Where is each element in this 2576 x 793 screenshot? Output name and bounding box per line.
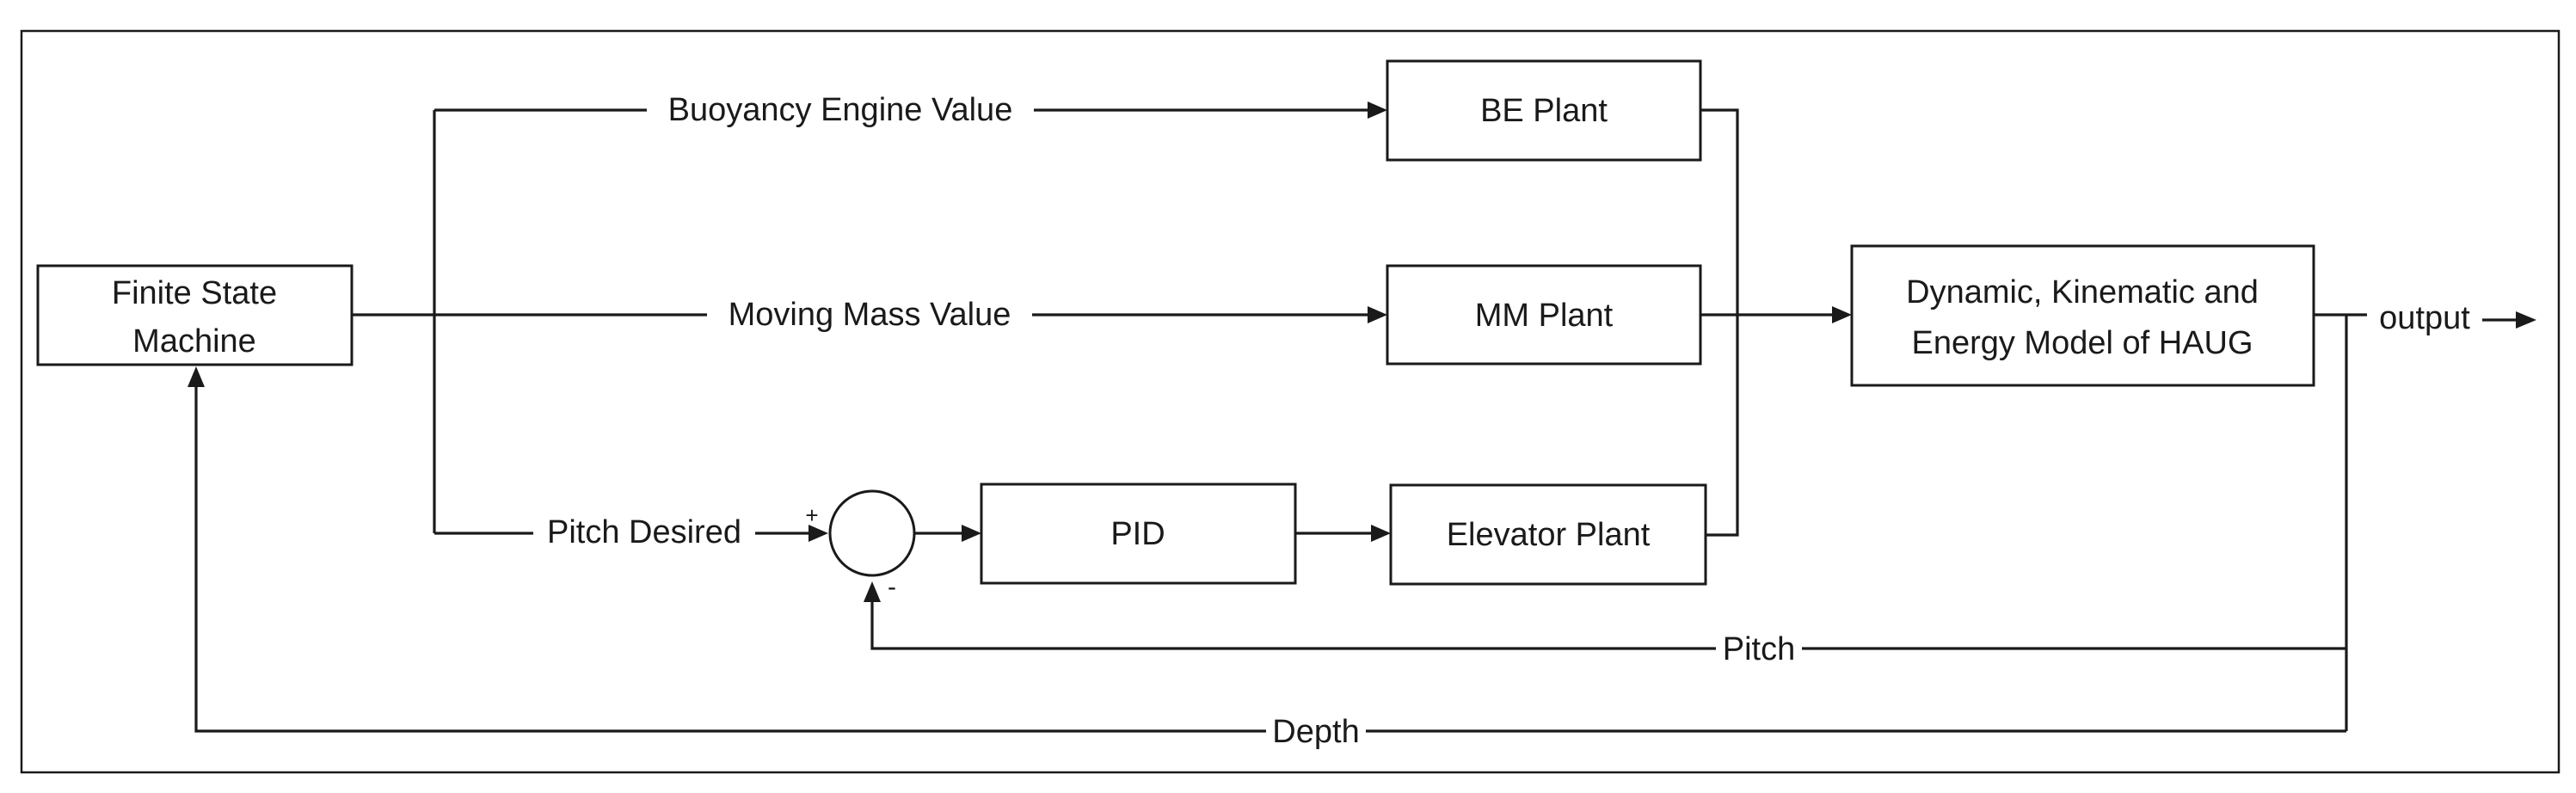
mm-plant-block: MM Plant [1386,264,1702,366]
summing-minus-sign: - [888,573,896,601]
finite-state-machine-block: Finite State Machine [36,264,354,366]
pitch-feedback-arrowhead [864,581,881,602]
merged-to-model-arrowhead [1832,306,1852,323]
output-label: output [2379,300,2470,336]
pitch-feedback-label: Pitch [1723,631,1795,667]
pid-block: PID [980,483,1297,585]
be-plant-label: BE Plant [1480,93,1608,129]
pitch-desired-label: Pitch Desired [547,514,741,550]
pid-to-elevator-arrowhead [1371,525,1391,542]
depth-feedback-line-b [194,385,1266,733]
pitch-feedback-line-b [870,600,1716,650]
model-label-line-2: Energy Model of HAUG [1911,325,2253,361]
buoyancy-engine-value-label: Buoyancy Engine Value [668,92,1013,128]
diagram-frame [20,29,2561,774]
fsm-label-line-1: Finite State [112,275,277,311]
elevator-plant-label: Elevator Plant [1447,517,1651,553]
plant-merge-bus [1700,108,1739,537]
depth-feedback-label: Depth [1272,714,1359,750]
pid-label: PID [1110,516,1165,552]
summing-plus-sign: + [805,502,818,528]
depth-feedback-arrowhead [188,366,205,387]
buoyancy-arrowhead [1368,101,1387,119]
summing-junction: + - [805,489,916,601]
pitch-desired-arrowhead [808,525,828,542]
be-plant-block: BE Plant [1386,59,1702,162]
moving-mass-value-label: Moving Mass Value [729,297,1011,333]
elevator-plant-block: Elevator Plant [1389,483,1707,586]
moving-mass-arrowhead [1368,306,1387,323]
fsm-label-line-2: Machine [132,323,256,360]
model-label-line-1: Dynamic, Kinematic and [1906,274,2259,310]
summer-to-pid-arrowhead [962,525,981,542]
mm-plant-label: MM Plant [1475,298,1614,334]
output-arrowhead [2516,311,2536,329]
haug-model-block: Dynamic, Kinematic and Energy Model of H… [1850,244,2315,387]
